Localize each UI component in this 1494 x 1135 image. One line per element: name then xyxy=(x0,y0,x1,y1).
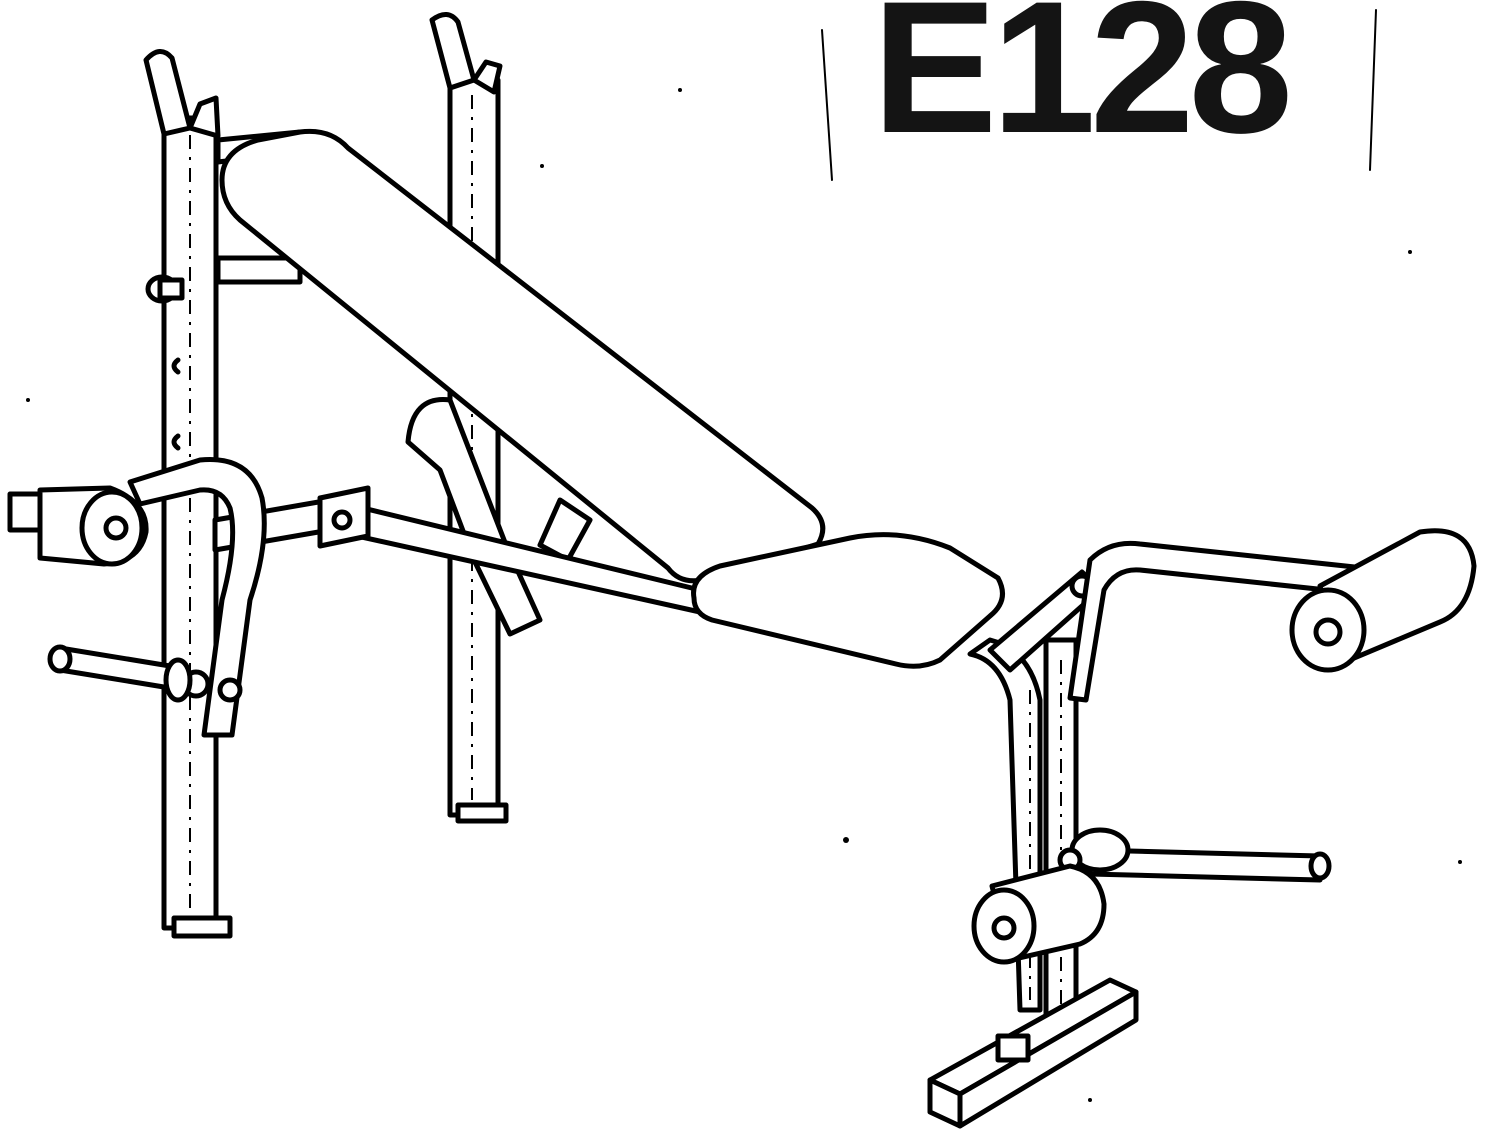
scan-line-right xyxy=(1369,9,1377,171)
left-weight-post xyxy=(47,644,193,703)
front-leg-frame xyxy=(967,637,1079,1023)
left-upright-post xyxy=(161,115,233,939)
incline-backrest-pad xyxy=(219,128,826,584)
bar-catch-right xyxy=(429,12,503,95)
rear-incline-support xyxy=(405,397,593,637)
front-lower-foam-roller xyxy=(971,863,1107,965)
front-base-foot xyxy=(927,977,1139,1129)
right-weight-post xyxy=(1057,827,1332,883)
seat-pad xyxy=(691,532,1005,669)
scan-line-left xyxy=(821,29,833,181)
rear-left-foam-roller xyxy=(7,485,149,567)
adjustment-knob xyxy=(145,274,185,304)
bar-catch-left xyxy=(143,49,221,139)
scan-specks xyxy=(26,88,1462,1102)
front-upper-foam-roller xyxy=(1289,528,1477,673)
model-number-label: E128 xyxy=(872,0,1293,172)
